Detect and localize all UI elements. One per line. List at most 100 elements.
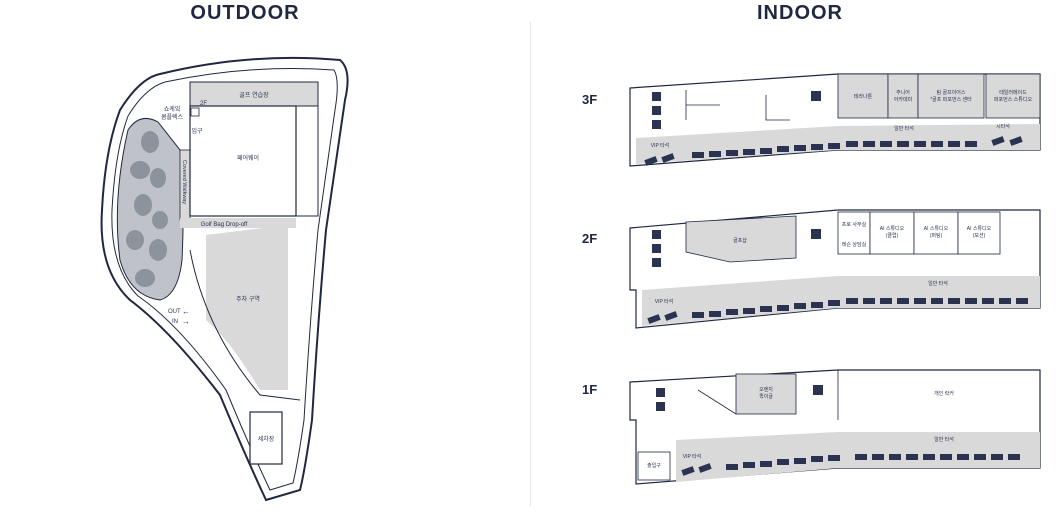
floor-1f-bays [681, 454, 1020, 476]
bay [692, 152, 704, 158]
bay [726, 309, 738, 315]
interior-wall [685, 90, 790, 121]
vip-bay [661, 153, 675, 163]
rock [126, 230, 144, 250]
bay [914, 298, 926, 304]
room-junior-label-2: 아카데미 [894, 96, 912, 103]
car-wash-label: 세차장 [258, 435, 275, 443]
bay [794, 145, 806, 151]
vip-bays-3f-label: VIP 타석 [651, 142, 670, 149]
floor-label-1f: 1F [582, 382, 598, 397]
vip-bay [664, 311, 678, 321]
private-locker-label: 개인 락커 [934, 390, 954, 397]
golf-practice-range [189, 81, 319, 107]
vip-bays-1f-label: VIP 타석 [683, 453, 702, 460]
rock [134, 194, 152, 216]
fairway-building [189, 105, 297, 217]
floor-2f-bays [647, 298, 1028, 324]
short-bays-3f-label: 시타석 [996, 123, 1010, 130]
bay [957, 454, 969, 460]
bay [880, 141, 892, 147]
room-ai-studio-3-label-1: AI 스튜디오 [967, 225, 992, 232]
bay [940, 454, 952, 460]
stair-icon [813, 385, 823, 395]
bay [777, 459, 789, 465]
room-team-golf [917, 73, 985, 119]
inner-boundary [111, 68, 338, 491]
bay [863, 298, 875, 304]
entrance-label: 입구 [191, 127, 203, 135]
wc-icon [652, 230, 661, 239]
room-therapy [837, 73, 889, 119]
bay [846, 141, 858, 147]
room-junior-label-1: 주니어 [896, 89, 910, 96]
stair-icon [811, 229, 821, 239]
bay [855, 454, 867, 460]
indoor-heading: INDOOR [757, 2, 843, 24]
bay [991, 454, 1003, 460]
floor-label-3f: 3F [582, 92, 598, 107]
bay [931, 298, 943, 304]
bay [923, 454, 935, 460]
bay [794, 458, 806, 464]
room-ai-studio-1-label-2: (클럽) [886, 232, 899, 239]
rock [150, 168, 166, 188]
room-team-golf-label-2: *골프 퍼포먼스 센터 [930, 96, 972, 103]
entrance-marker [190, 107, 200, 117]
vip-bay [644, 156, 658, 166]
room-tailored-label-1: 테일러메이드 [999, 89, 1027, 96]
vip-bay [647, 314, 661, 324]
general-bays-2f-label: 일반 타석 [928, 280, 948, 287]
room-tailored [985, 73, 1041, 119]
floor-1f-plan: 오렌지 퀵이글 개인 락커 일반 타석 VIP 타석 출입구 [629, 369, 1041, 485]
bay [828, 143, 840, 149]
bay [974, 454, 986, 460]
floor-2f-lane [642, 276, 1040, 326]
bay [931, 141, 943, 147]
section-divider [530, 22, 531, 506]
room-ai-studio-3-label-2: (모션) [973, 232, 986, 239]
stair-icon [811, 91, 821, 101]
room-orange-lounge [735, 373, 797, 415]
room-ai-studio-2-label-2: (퍼팅) [930, 232, 943, 239]
room-ai-studio-2 [913, 211, 959, 255]
bay [828, 455, 840, 461]
bay [897, 298, 909, 304]
fairway-label: 페어웨이 [237, 154, 259, 162]
bay [846, 298, 858, 304]
rock [141, 131, 159, 153]
floor-3f-plan: 테라나툰 주니어 아카데미 팀 골프이어스 *골프 퍼포먼스 센터 테일러메이드… [629, 73, 1041, 167]
vip-bay [681, 466, 695, 476]
bay [828, 300, 840, 306]
rock [152, 211, 168, 229]
interior-wall [697, 370, 839, 420]
parking-area [206, 225, 288, 390]
room-orange-label-2: 퀵이글 [759, 393, 773, 400]
room-pro-office-label: 프로 사무실 [842, 221, 867, 228]
bay [948, 141, 960, 147]
room-ai-studio-1 [869, 211, 915, 255]
bay [872, 454, 884, 460]
wc-icon [652, 120, 661, 129]
room-junior [887, 73, 919, 119]
bay [965, 141, 977, 147]
bay [982, 298, 994, 304]
room-lesson-label: 레슨 상담실 [842, 241, 867, 248]
general-bays-1f-label: 일반 타석 [934, 436, 954, 443]
wc-icon [652, 92, 661, 101]
parking-label: 주차 구역 [236, 295, 260, 303]
out-arrow-icon: ← [182, 307, 190, 316]
short-bay [991, 136, 1005, 146]
room-ai-studio-2-label-1: AI 스튜디오 [924, 225, 949, 232]
wc-icon [652, 106, 661, 115]
room-ai-studio-3 [957, 211, 1001, 255]
outdoor-map: 쇼케잌 콤플렉스 2F 골프 연습장 입구 Covered Walkway 페어… [100, 56, 349, 502]
golf-practice-label: 골프 연습장 [239, 91, 269, 99]
bay [777, 305, 789, 311]
wc-icon [652, 258, 661, 267]
vip-bays-2f-label: VIP 타석 [655, 298, 674, 305]
rock [149, 239, 167, 261]
bay [914, 141, 926, 147]
room-golf-shop-label: 골프샵 [733, 237, 747, 244]
in-arrow-icon: → [182, 317, 190, 326]
